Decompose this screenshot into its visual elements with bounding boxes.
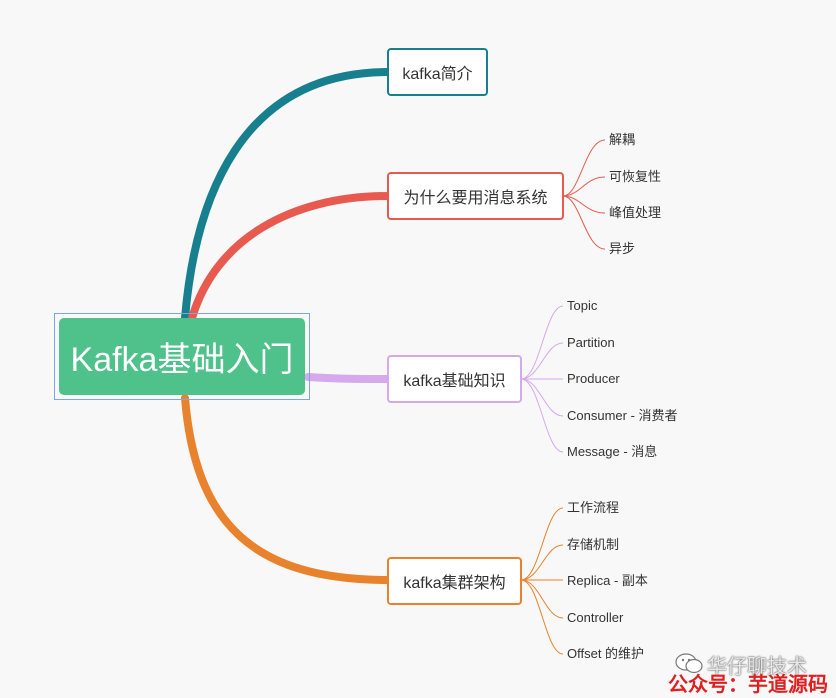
root-node-label: Kafka基础入门 (59, 318, 305, 395)
leaf-node[interactable]: 峰值处理 (609, 205, 662, 220)
leaf-node[interactable]: Replica - 副本 (567, 573, 648, 588)
watermark-account: 华仔聊技术 (707, 656, 807, 678)
leaf-node[interactable]: Producer (567, 371, 620, 386)
branch-connector-1 (181, 68, 392, 322)
root-node[interactable]: Kafka基础入门 (54, 313, 310, 400)
branch-node-kafka-cluster[interactable]: kafka集群架构 (387, 557, 522, 605)
leaf-node[interactable]: Message - 消息 (567, 444, 658, 459)
leaf-node[interactable]: 异步 (609, 241, 636, 256)
branch-node-kafka-intro[interactable]: kafka简介 (387, 48, 488, 96)
leaf-node[interactable]: 工作流程 (567, 500, 620, 515)
leaf-node[interactable]: 可恢复性 (609, 169, 662, 184)
leaf-node[interactable]: Topic (567, 298, 598, 313)
branch-node-kafka-basics[interactable]: kafka基础知识 (387, 355, 522, 403)
branch-label: kafka集群架构 (403, 575, 506, 592)
branch-label: 为什么要用消息系统 (403, 190, 548, 207)
leaf-node[interactable]: Consumer - 消费者 (567, 408, 678, 423)
branch-connector-2 (188, 192, 392, 322)
sub-connectors-3 (520, 305, 564, 453)
branch-node-why-messaging[interactable]: 为什么要用消息系统 (387, 172, 564, 220)
leaf-node[interactable]: Partition (567, 335, 615, 350)
branch-label: kafka简介 (402, 66, 473, 83)
branch-connector-4 (181, 394, 392, 584)
branch-connector-3 (304, 373, 392, 383)
leaf-node[interactable]: Offset 的维护 (567, 646, 645, 661)
leaf-node[interactable]: Controller (567, 610, 624, 625)
leaf-node[interactable]: 存储机制 (567, 537, 620, 552)
leaf-node[interactable]: 解耦 (609, 132, 636, 147)
wechat-icon (675, 653, 703, 674)
sub-connectors-4 (520, 507, 564, 655)
sub-connectors-2 (562, 139, 606, 250)
branch-label: kafka基础知识 (403, 373, 506, 390)
watermark-source: 公众号：芋道源码 (668, 674, 828, 696)
